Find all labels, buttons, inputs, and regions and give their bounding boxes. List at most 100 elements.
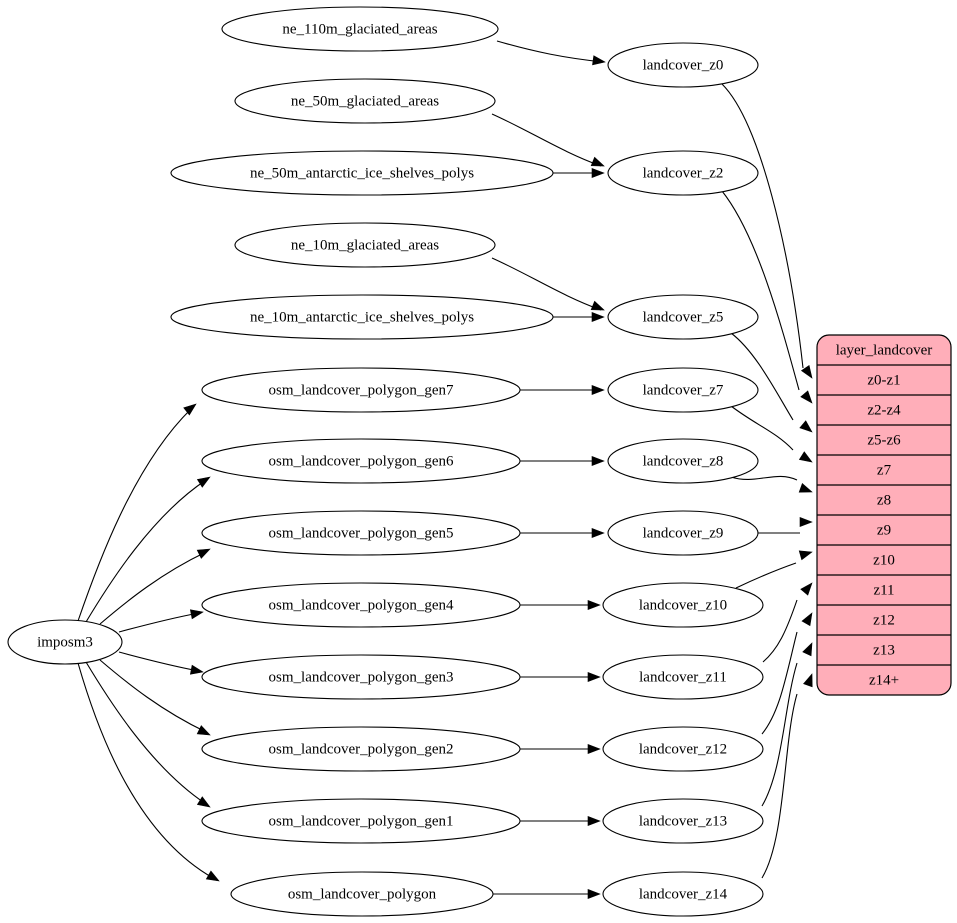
arrowhead-into-landcover_z12 <box>587 743 601 755</box>
node-shape-osm_landcover_polygon_gen1 <box>201 798 521 844</box>
record-row-z8[interactable] <box>817 485 951 515</box>
node-label-osm_landcover_polygon_gen5: osm_landcover_polygon_gen5 <box>269 525 454 541</box>
node-label-landcover_z11: landcover_z11 <box>639 669 727 685</box>
node-shape-osm_landcover_polygon_gen7 <box>201 367 521 413</box>
arrowhead-into-landcover_z14 <box>587 888 601 900</box>
node-label-osm_landcover_polygon_gen4: osm_landcover_polygon_gen4 <box>269 597 454 613</box>
node-label-osm_landcover_polygon_gen6: osm_landcover_polygon_gen6 <box>269 453 454 469</box>
node-landcover_z13[interactable]: landcover_z13 <box>602 798 764 844</box>
node-label-landcover_z9: landcover_z9 <box>643 525 724 541</box>
arrowhead-into-landcover_z8 <box>591 455 605 467</box>
node-osm_landcover_polygon_gen2[interactable]: osm_landcover_polygon_gen2 <box>201 726 521 772</box>
node-ne_110m_glaciated_areas[interactable]: ne_110m_glaciated_areas <box>221 6 499 52</box>
arrowhead-into-polygon <box>205 870 220 882</box>
node-osm_landcover_polygon_gen5[interactable]: osm_landcover_polygon_gen5 <box>201 510 521 556</box>
node-shape-ne_10m_glaciated_areas <box>234 222 496 268</box>
arrowhead-into-gen4 <box>189 609 204 620</box>
node-shape-landcover_z13 <box>602 798 764 844</box>
record-row-z2-z4[interactable] <box>817 395 951 425</box>
arrowhead-into-row-z9 <box>799 516 813 528</box>
record-row-label-z12: z12 <box>873 612 895 628</box>
arrowheads-layer <box>183 55 813 900</box>
node-label-osm_landcover_polygon: osm_landcover_polygon <box>288 886 437 902</box>
edge-landcover_z13-to-z13 <box>761 662 798 807</box>
node-shape-osm_landcover_polygon_gen2 <box>201 726 521 772</box>
node-osm_landcover_polygon_gen4[interactable]: osm_landcover_polygon_gen4 <box>201 582 521 628</box>
edge-ne_10m_glaciated_areas-to-landcover_z5 <box>491 257 602 311</box>
arrowhead-into-row-z2-z4 <box>800 390 813 404</box>
node-label-landcover_z8: landcover_z8 <box>643 453 724 469</box>
record-row-z7[interactable] <box>817 455 951 485</box>
node-landcover_z2[interactable]: landcover_z2 <box>607 150 759 196</box>
node-osm_landcover_polygon_gen6[interactable]: osm_landcover_polygon_gen6 <box>201 438 521 484</box>
arrowhead-into-gen2 <box>196 725 211 736</box>
node-label-osm_landcover_polygon_gen1: osm_landcover_polygon_gen1 <box>269 813 454 829</box>
node-ne_50m_antarctic_ice_shelves_polys[interactable]: ne_50m_antarctic_ice_shelves_polys <box>170 150 554 196</box>
node-landcover_z10[interactable]: landcover_z10 <box>602 582 764 628</box>
node-ne_10m_glaciated_areas[interactable]: ne_10m_glaciated_areas <box>234 222 496 268</box>
node-label-imposm3: imposm3 <box>37 634 93 650</box>
node-landcover_z0[interactable]: landcover_z0 <box>607 42 759 88</box>
edge-landcover_z10-to-z10 <box>735 562 797 589</box>
record-row-z14+[interactable] <box>817 665 951 695</box>
edge-imposm3-to-osm_landcover_polygon_gen7 <box>77 408 192 622</box>
node-shape-landcover_z2 <box>607 150 759 196</box>
node-ne_50m_glaciated_areas[interactable]: ne_50m_glaciated_areas <box>234 78 496 124</box>
node-osm_landcover_polygon[interactable]: osm_landcover_polygon <box>230 871 494 917</box>
node-shape-osm_landcover_polygon_gen3 <box>201 654 521 700</box>
node-landcover_z5[interactable]: landcover_z5 <box>607 294 759 340</box>
node-label-landcover_z13: landcover_z13 <box>639 813 727 829</box>
node-imposm3[interactable]: imposm3 <box>7 619 123 665</box>
node-label-ne_50m_antarctic_ice_shelves_polys: ne_50m_antarctic_ice_shelves_polys <box>250 165 474 181</box>
arrowhead-into-landcover_z2b <box>591 167 605 179</box>
node-landcover_z7[interactable]: landcover_z7 <box>607 367 759 413</box>
edge-imposm3-to-osm_landcover_polygon_gen5 <box>99 551 207 625</box>
arrowhead-into-landcover_z13 <box>587 815 601 827</box>
record-row-label-z7: z7 <box>877 462 892 478</box>
node-landcover_z14[interactable]: landcover_z14 <box>602 871 764 917</box>
node-landcover_z8[interactable]: landcover_z8 <box>607 438 759 484</box>
node-landcover_z11[interactable]: landcover_z11 <box>602 654 764 700</box>
record-row-z10[interactable] <box>817 545 951 575</box>
node-shape-landcover_z0 <box>607 42 759 88</box>
node-shape-landcover_z11 <box>602 654 764 700</box>
node-shape-landcover_z7 <box>607 367 759 413</box>
node-label-ne_10m_glaciated_areas: ne_10m_glaciated_areas <box>291 237 439 253</box>
edge-ne_50m_glaciated_areas-to-landcover_z2 <box>491 113 602 167</box>
record-header-label: layer_landcover <box>836 342 933 358</box>
arrowhead-into-gen3 <box>189 664 204 675</box>
node-ne_10m_antarctic_ice_shelves_polys[interactable]: ne_10m_antarctic_ice_shelves_polys <box>170 294 554 340</box>
node-osm_landcover_polygon_gen3[interactable]: osm_landcover_polygon_gen3 <box>201 654 521 700</box>
record-node-layer[interactable]: layer_landcoverz0-z1z2-z4z5-z6z7z8z9z10z… <box>816 334 952 696</box>
record-row-z12[interactable] <box>817 605 951 635</box>
record-row-z5-z6[interactable] <box>817 425 951 455</box>
node-shape-landcover_z14 <box>602 871 764 917</box>
edge-imposm3-to-osm_landcover_polygon <box>77 662 214 879</box>
node-label-landcover_z0: landcover_z0 <box>643 57 724 73</box>
record-row-label-z13: z13 <box>873 642 895 658</box>
node-landcover_z12[interactable]: landcover_z12 <box>602 726 764 772</box>
node-shape-landcover_z8 <box>607 438 759 484</box>
node-label-landcover_z2: landcover_z2 <box>643 165 724 181</box>
node-osm_landcover_polygon_gen7[interactable]: osm_landcover_polygon_gen7 <box>201 367 521 413</box>
node-landcover_z9[interactable]: landcover_z9 <box>607 510 759 556</box>
node-label-landcover_z7: landcover_z7 <box>643 382 724 398</box>
record-row-z9[interactable] <box>817 515 951 545</box>
node-shape-landcover_z10 <box>602 582 764 628</box>
record-row-label-z11: z11 <box>873 582 894 598</box>
record-row-z13[interactable] <box>817 635 951 665</box>
node-shape-ne_10m_antarctic_ice_shelves_polys <box>170 294 554 340</box>
edge-landcover_z12-to-z12 <box>761 631 798 735</box>
record-row-z11[interactable] <box>817 575 951 605</box>
arrowhead-into-row-z13 <box>802 642 813 657</box>
edge-landcover_z0-to-z0-z1 <box>721 83 804 369</box>
node-label-osm_landcover_polygon_gen7: osm_landcover_polygon_gen7 <box>269 382 454 398</box>
record-row-label-z8: z8 <box>877 492 891 508</box>
record-header-row[interactable] <box>817 335 951 365</box>
ellipse-nodes-layer: imposm3 ne_110m_glaciated_areas ne_50m_gla… <box>7 6 764 917</box>
arrowhead-into-landcover_z7 <box>591 384 605 396</box>
node-shape-ne_110m_glaciated_areas <box>221 6 499 52</box>
node-shape-osm_landcover_polygon_gen5 <box>201 510 521 556</box>
node-osm_landcover_polygon_gen1[interactable]: osm_landcover_polygon_gen1 <box>201 798 521 844</box>
record-row-z0-z1[interactable] <box>817 365 951 395</box>
